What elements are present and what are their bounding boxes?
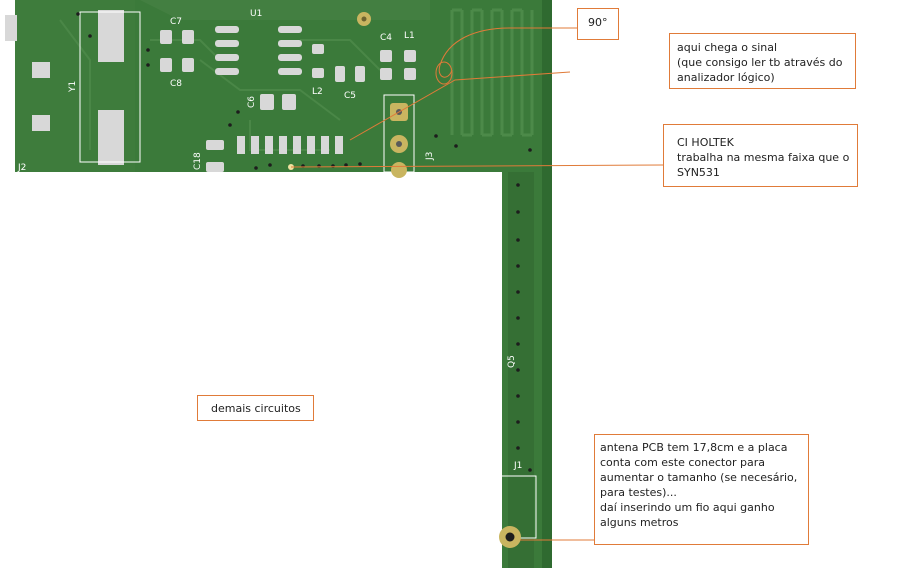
callout-angle: 90° xyxy=(577,8,619,40)
callout-holtek-line-2: trabalha na mesma faixa que o xyxy=(677,151,850,164)
callout-angle-text: 90° xyxy=(588,16,608,29)
pcb-substrate xyxy=(15,0,552,568)
callout-antenna: antena PCB tem 17,8cm e a placa conta co… xyxy=(594,434,809,545)
callout-holtek-line-3: SYN531 xyxy=(677,166,720,179)
crystal-y1 xyxy=(79,10,141,165)
label-q5: Q5 xyxy=(507,355,517,368)
label-l1: L1 xyxy=(404,31,415,41)
callout-other-text: demais circuitos xyxy=(211,402,301,415)
pcb-antenna-meander xyxy=(450,8,534,137)
callout-holtek-line-1: CI HOLTEK xyxy=(677,136,734,149)
ic-holtek-pads xyxy=(206,136,343,172)
callout-other-circuits: demais circuitos xyxy=(197,395,314,421)
callout-antenna-line-1: antena PCB tem 17,8cm e a placa xyxy=(600,441,788,454)
label-u1: U1 xyxy=(250,9,262,19)
callout-holtek: CI HOLTEK trabalha na mesma faixa que o … xyxy=(663,124,858,187)
label-c18: C18 xyxy=(193,152,203,170)
callout-signal-line-1: aqui chega o sinal xyxy=(677,41,778,54)
callout-signal-line-3: analizador lógico) xyxy=(677,71,775,84)
label-c7: C7 xyxy=(170,17,182,27)
label-l2: L2 xyxy=(312,87,323,97)
label-c6: C6 xyxy=(247,96,257,108)
ground-strip xyxy=(542,0,552,568)
pcb-vias xyxy=(76,12,532,472)
callout-signal-line-2: (que consigo ler tb através do xyxy=(677,56,843,69)
label-j2: J2 xyxy=(17,163,26,173)
ic-u1 xyxy=(215,26,302,75)
callout-antenna-line-6: alguns metros xyxy=(600,516,679,529)
callout-antenna-line-3: aumentar o tamanho (se necesário, xyxy=(600,471,798,484)
callout-antenna-line-4: para testes)... xyxy=(600,486,677,499)
callout-antenna-line-5: daí inserindo um fio aqui ganho xyxy=(600,501,775,514)
label-j1: J1 xyxy=(513,461,522,471)
label-j3: J3 xyxy=(425,152,435,161)
callout-leaders xyxy=(290,27,664,541)
label-c8: C8 xyxy=(170,79,182,89)
callout-signal: aqui chega o sinal (que consigo ler tb a… xyxy=(669,33,856,89)
callout-antenna-line-2: conta com este conector para xyxy=(600,456,765,469)
label-c5: C5 xyxy=(344,91,356,101)
label-y1: Y1 xyxy=(68,81,78,93)
label-c4: C4 xyxy=(380,33,392,43)
